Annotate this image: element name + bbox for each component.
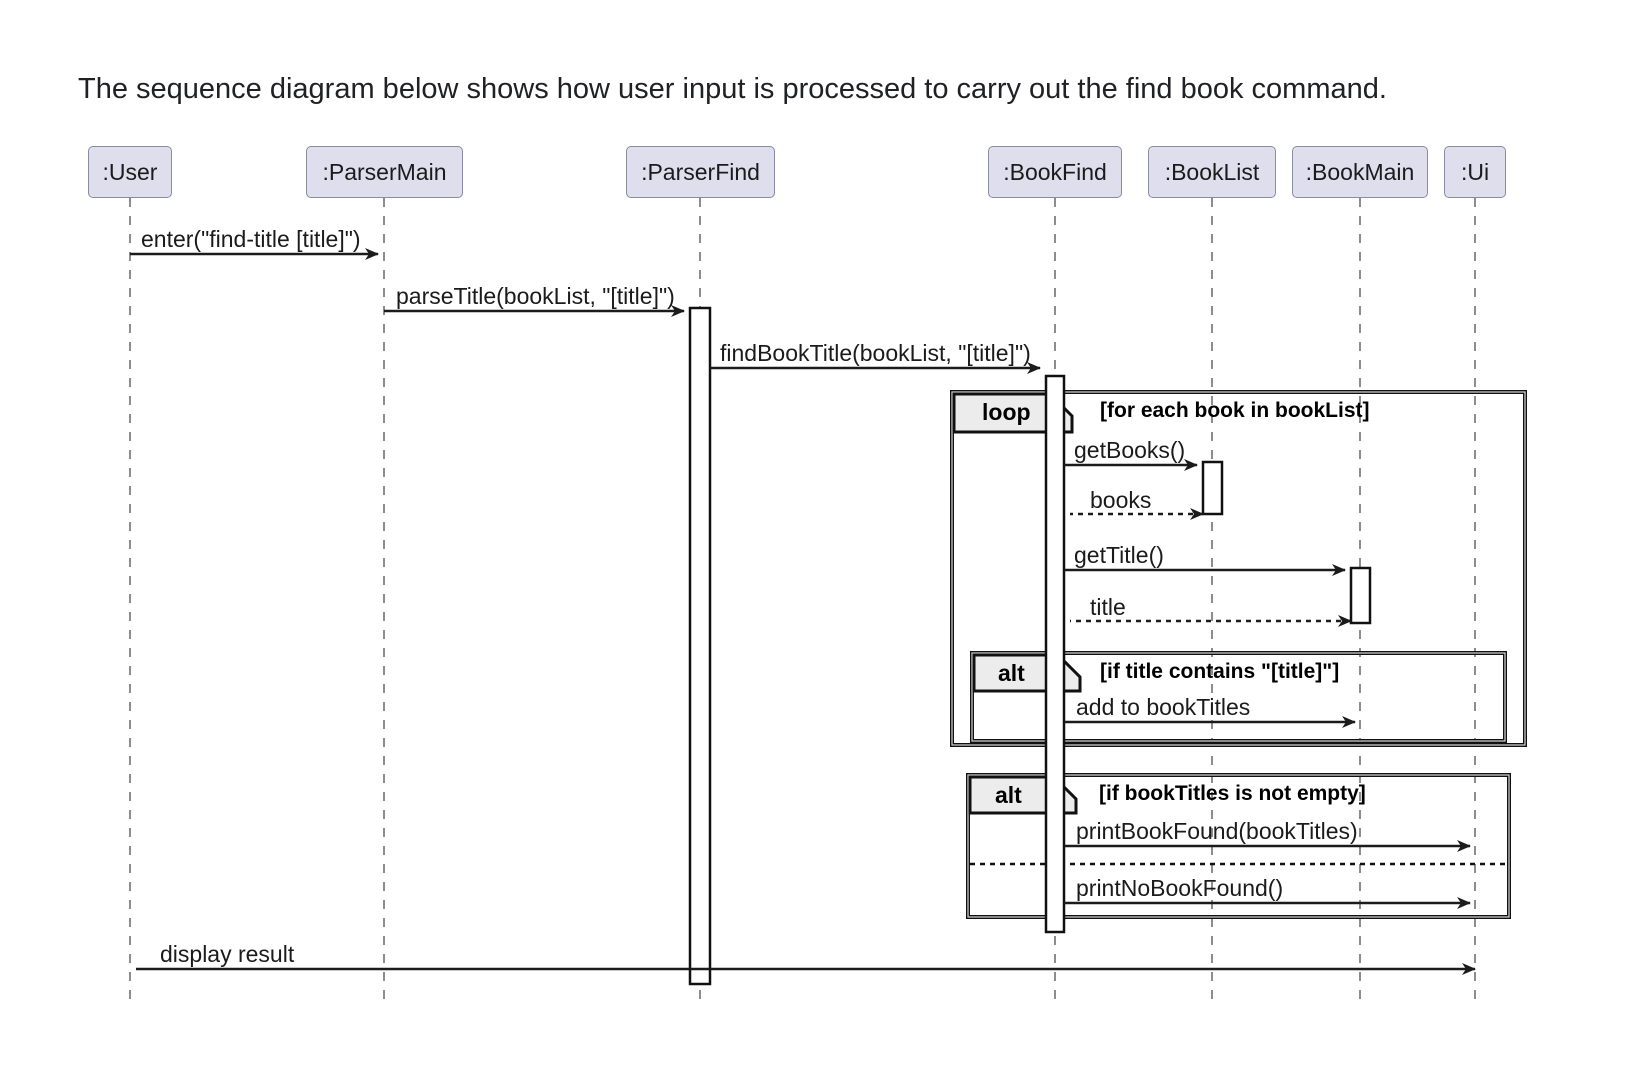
participant-bookfind-label: :BookFind — [1003, 158, 1107, 185]
loop-header-tab — [952, 392, 1074, 434]
activation-bars — [688, 306, 1372, 986]
fragment-kind-alt-2: alt — [995, 782, 1022, 808]
message-label-display-result: display result — [160, 941, 295, 967]
participant-parserfind[interactable]: :ParserFind — [626, 146, 775, 198]
participant-user-label: :User — [102, 158, 158, 185]
participant-bookmain-label: :BookMain — [1305, 158, 1415, 185]
message-label-title: title — [1090, 594, 1126, 620]
fragment-guard-alt-1: [if title contains "[title]"] — [1100, 660, 1340, 683]
fragment-guard-loop: [for each book in bookList] — [1100, 399, 1370, 422]
participant-booklist-label: :BookList — [1164, 158, 1260, 185]
fragment-loop — [950, 390, 1527, 747]
activation-bookmain — [1349, 566, 1372, 625]
participant-bookfind[interactable]: :BookFind — [988, 146, 1122, 198]
participant-ui-label: :Ui — [1460, 158, 1490, 185]
fragment-kind-loop: loop — [982, 399, 1031, 425]
participant-user[interactable]: :User — [88, 146, 172, 198]
message-label-getBooks: getBooks() — [1074, 437, 1186, 463]
message-arrows — [130, 248, 1476, 975]
intro-paragraph: The sequence diagram below shows how use… — [78, 73, 1387, 105]
participant-booklist[interactable]: :BookList — [1148, 146, 1276, 198]
message-label-add-to-bookTitles: add to bookTitles — [1076, 694, 1251, 720]
participant-ui[interactable]: :Ui — [1444, 146, 1506, 198]
participant-parserfind-label: :ParserFind — [641, 158, 760, 185]
message-label-getTitle: getTitle() — [1074, 542, 1164, 568]
activation-bookfind — [1044, 374, 1066, 934]
message-label-books: books — [1090, 487, 1152, 513]
fragment-kind-alt-1: alt — [998, 660, 1025, 686]
fragment-guard-alt-2: [if bookTitles is not empty] — [1099, 782, 1366, 805]
activation-booklist — [1201, 460, 1224, 516]
participant-bookmain[interactable]: :BookMain — [1292, 146, 1428, 198]
activation-parserfind — [688, 306, 712, 986]
message-label-enter: enter("find-title [title]") — [141, 226, 361, 252]
participant-parsermain[interactable]: :ParserMain — [306, 146, 463, 198]
message-label-printBookFound: printBookFound(bookTitles) — [1076, 818, 1358, 844]
message-label-findBookTitle: findBookTitle(bookList, "[title]") — [720, 340, 1031, 366]
message-label-parseTitle: parseTitle(bookList, "[title]") — [396, 283, 675, 309]
message-label-printNoBookFound: printNoBookFound() — [1076, 875, 1284, 901]
participant-parsermain-label: :ParserMain — [322, 158, 447, 185]
